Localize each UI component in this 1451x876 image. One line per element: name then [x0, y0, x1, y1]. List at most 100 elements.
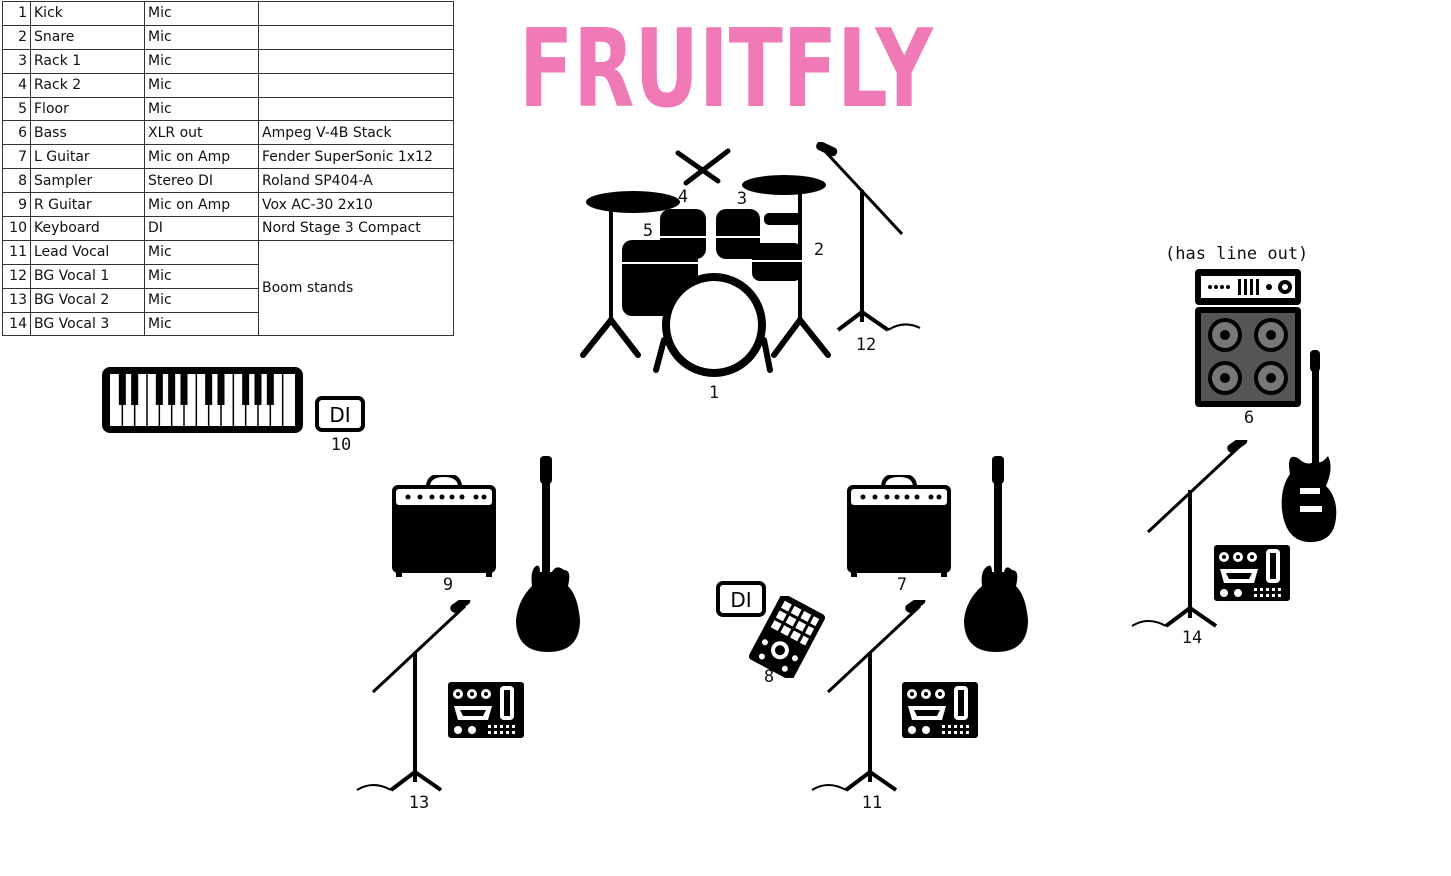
- label-bass-amp: 6: [1243, 408, 1255, 428]
- label-kick: 1: [708, 383, 720, 403]
- note-cell: Ampeg V-4B Stack: [258, 120, 454, 146]
- mic-stand-icon: [355, 600, 475, 795]
- label-sampler: 8: [763, 667, 775, 687]
- label-rack1: 3: [736, 189, 748, 209]
- label-bg-vocal-3: 14: [1181, 628, 1203, 648]
- source-cell: Kick: [30, 1, 145, 26]
- pedalboard-icon: [902, 680, 978, 740]
- band-name-text: FRUITFLY: [519, 18, 934, 114]
- connection-cell: Mic: [144, 72, 259, 98]
- channel-number-cell: 3: [2, 48, 31, 74]
- bass-guitar-icon: [1276, 348, 1340, 548]
- connection-cell: Mic: [144, 96, 259, 122]
- electric-guitar-icon: [960, 452, 1032, 654]
- electric-guitar-icon: [512, 452, 584, 654]
- channel-number-cell: 4: [2, 72, 31, 98]
- di-box-text: DI: [329, 403, 350, 427]
- source-cell: Bass: [30, 120, 145, 146]
- connection-cell: XLR out: [144, 120, 259, 146]
- connection-cell: Mic on Amp: [144, 144, 259, 170]
- channel-number-cell: 7: [2, 144, 31, 170]
- channel-number-cell: 11: [2, 239, 31, 265]
- channel-number-cell: 1: [2, 1, 31, 26]
- note-cell: Boom stands: [258, 239, 454, 337]
- note-cell: Vox AC-30 2x10: [258, 192, 454, 218]
- channel-number-cell: 2: [2, 24, 31, 50]
- di-box-text: DI: [730, 588, 751, 612]
- band-name-title: FRUITFLY: [519, 18, 934, 114]
- mic-stand-icon: [810, 600, 930, 795]
- source-cell: BG Vocal 1: [30, 263, 145, 289]
- drum-kit-icon: [578, 145, 833, 377]
- label-l-guitar-amp: 7: [896, 575, 908, 595]
- source-cell: Floor: [30, 96, 145, 122]
- label-snare: 2: [813, 240, 825, 260]
- source-cell: Snare: [30, 24, 145, 50]
- mic-stand-icon: [1130, 440, 1250, 630]
- source-cell: BG Vocal 3: [30, 311, 145, 337]
- note-cell: [258, 96, 454, 122]
- source-cell: R Guitar: [30, 192, 145, 218]
- di-box-icon: DI: [716, 581, 766, 617]
- label-lead-vocal: 11: [861, 793, 883, 813]
- channel-number-cell: 6: [2, 120, 31, 146]
- source-cell: Rack 1: [30, 48, 145, 74]
- channel-number-cell: 5: [2, 96, 31, 122]
- source-cell: BG Vocal 2: [30, 287, 145, 313]
- sampler-icon: [748, 596, 826, 678]
- connection-cell: Mic: [144, 287, 259, 313]
- note-cell: [258, 48, 454, 74]
- source-cell: Keyboard: [30, 216, 145, 241]
- note-cell: [258, 1, 454, 26]
- connection-cell: Mic: [144, 311, 259, 337]
- channel-number-cell: 8: [2, 168, 31, 194]
- note-cell: Roland SP404-A: [258, 168, 454, 194]
- channel-number-cell: 13: [2, 287, 31, 313]
- source-cell: Sampler: [30, 168, 145, 194]
- di-box-icon: DI: [315, 396, 365, 432]
- note-cell: Nord Stage 3 Compact: [258, 216, 454, 241]
- connection-cell: DI: [144, 216, 259, 241]
- connection-cell: Mic: [144, 1, 259, 26]
- channel-number-cell: 10: [2, 216, 31, 241]
- bass-amp-stack-icon: [1193, 267, 1303, 412]
- label-bg-vocal-2: 13: [408, 793, 430, 813]
- channel-number-cell: 9: [2, 192, 31, 218]
- label-bg-vocal-1: 12: [855, 335, 877, 355]
- label-keyboard: 10: [330, 435, 352, 455]
- source-cell: Lead Vocal: [30, 239, 145, 265]
- label-rack2: 4: [677, 187, 689, 207]
- guitar-combo-amp-icon: [845, 475, 953, 579]
- source-cell: Rack 2: [30, 72, 145, 98]
- connection-cell: Mic: [144, 239, 259, 265]
- keyboard-icon: [100, 365, 305, 435]
- label-r-guitar-amp: 9: [442, 575, 454, 595]
- source-cell: L Guitar: [30, 144, 145, 170]
- pedalboard-icon: [1214, 543, 1290, 603]
- connection-cell: Mic: [144, 48, 259, 74]
- note-cell: [258, 72, 454, 98]
- bass-amp-note: (has line out): [1165, 244, 1309, 264]
- connection-cell: Mic on Amp: [144, 192, 259, 218]
- guitar-combo-amp-icon: [390, 475, 498, 579]
- label-floor: 5: [642, 221, 654, 241]
- mic-stand-icon: [814, 142, 924, 337]
- channel-number-cell: 14: [2, 311, 31, 337]
- pedalboard-icon: [448, 680, 524, 740]
- note-cell: Fender SuperSonic 1x12: [258, 144, 454, 170]
